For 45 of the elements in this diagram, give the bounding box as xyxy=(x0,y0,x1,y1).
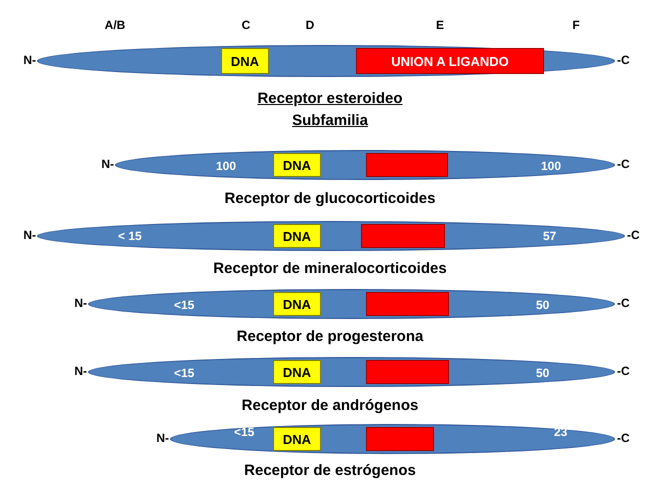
ligand-binding-domain xyxy=(366,153,448,177)
terminus-label: -C xyxy=(617,157,630,171)
region-length: < 15 xyxy=(118,229,142,243)
dna-binding-domain: DNA xyxy=(273,224,321,248)
ligand-binding-domain xyxy=(361,224,445,248)
domain-letter: E xyxy=(436,18,444,32)
terminus-label: N- xyxy=(156,431,169,445)
dna-binding-domain: DNA xyxy=(273,153,321,177)
region-length: 57 xyxy=(543,229,556,243)
terminus-label: N- xyxy=(23,53,36,67)
ligand-binding-domain xyxy=(366,360,449,384)
ligand-binding-domain xyxy=(366,427,434,451)
domain-letter: C xyxy=(242,18,250,32)
terminus-label: -C xyxy=(617,296,630,310)
region-length: 50 xyxy=(536,366,550,380)
receptor-name: Receptor de mineralocorticoides xyxy=(213,260,447,277)
region-length: <15 xyxy=(174,366,194,380)
dna-binding-domain: DNA xyxy=(273,360,321,384)
terminus-label: N- xyxy=(74,296,87,310)
terminus-label: -C xyxy=(617,53,630,67)
domain-letter: F xyxy=(572,18,580,32)
heading: Subfamilia xyxy=(292,112,368,129)
dna-binding-domain: DNA xyxy=(221,48,269,74)
region-length: <15 xyxy=(234,425,254,439)
region-length: <15 xyxy=(174,298,194,312)
terminus-label: N- xyxy=(101,157,114,171)
ligand-binding-domain xyxy=(366,292,449,316)
terminus-label: -C xyxy=(617,364,630,378)
heading: Receptor esteroideo xyxy=(257,90,403,107)
region-length: 100 xyxy=(216,159,236,173)
terminus-label: N- xyxy=(23,228,36,242)
receptor-name: Receptor de andrógenos xyxy=(242,397,418,414)
receptor-name: Receptor de progesterona xyxy=(236,328,424,345)
region-length: 50 xyxy=(536,298,550,312)
region-length: 100 xyxy=(541,159,562,173)
domain-letter: A/B xyxy=(104,18,126,32)
terminus-label: -C xyxy=(617,431,630,445)
receptor-name: Receptor de estrógenos xyxy=(244,462,416,479)
dna-binding-domain: DNA xyxy=(273,427,321,451)
terminus-label: N- xyxy=(74,364,87,378)
receptor-name: Receptor de glucocorticoides xyxy=(224,190,436,207)
dna-binding-domain: DNA xyxy=(273,292,321,316)
terminus-label: -C xyxy=(627,228,640,242)
domain-letter: D xyxy=(306,18,314,32)
ligand-binding-domain: UNION A LIGANDO xyxy=(356,48,544,74)
